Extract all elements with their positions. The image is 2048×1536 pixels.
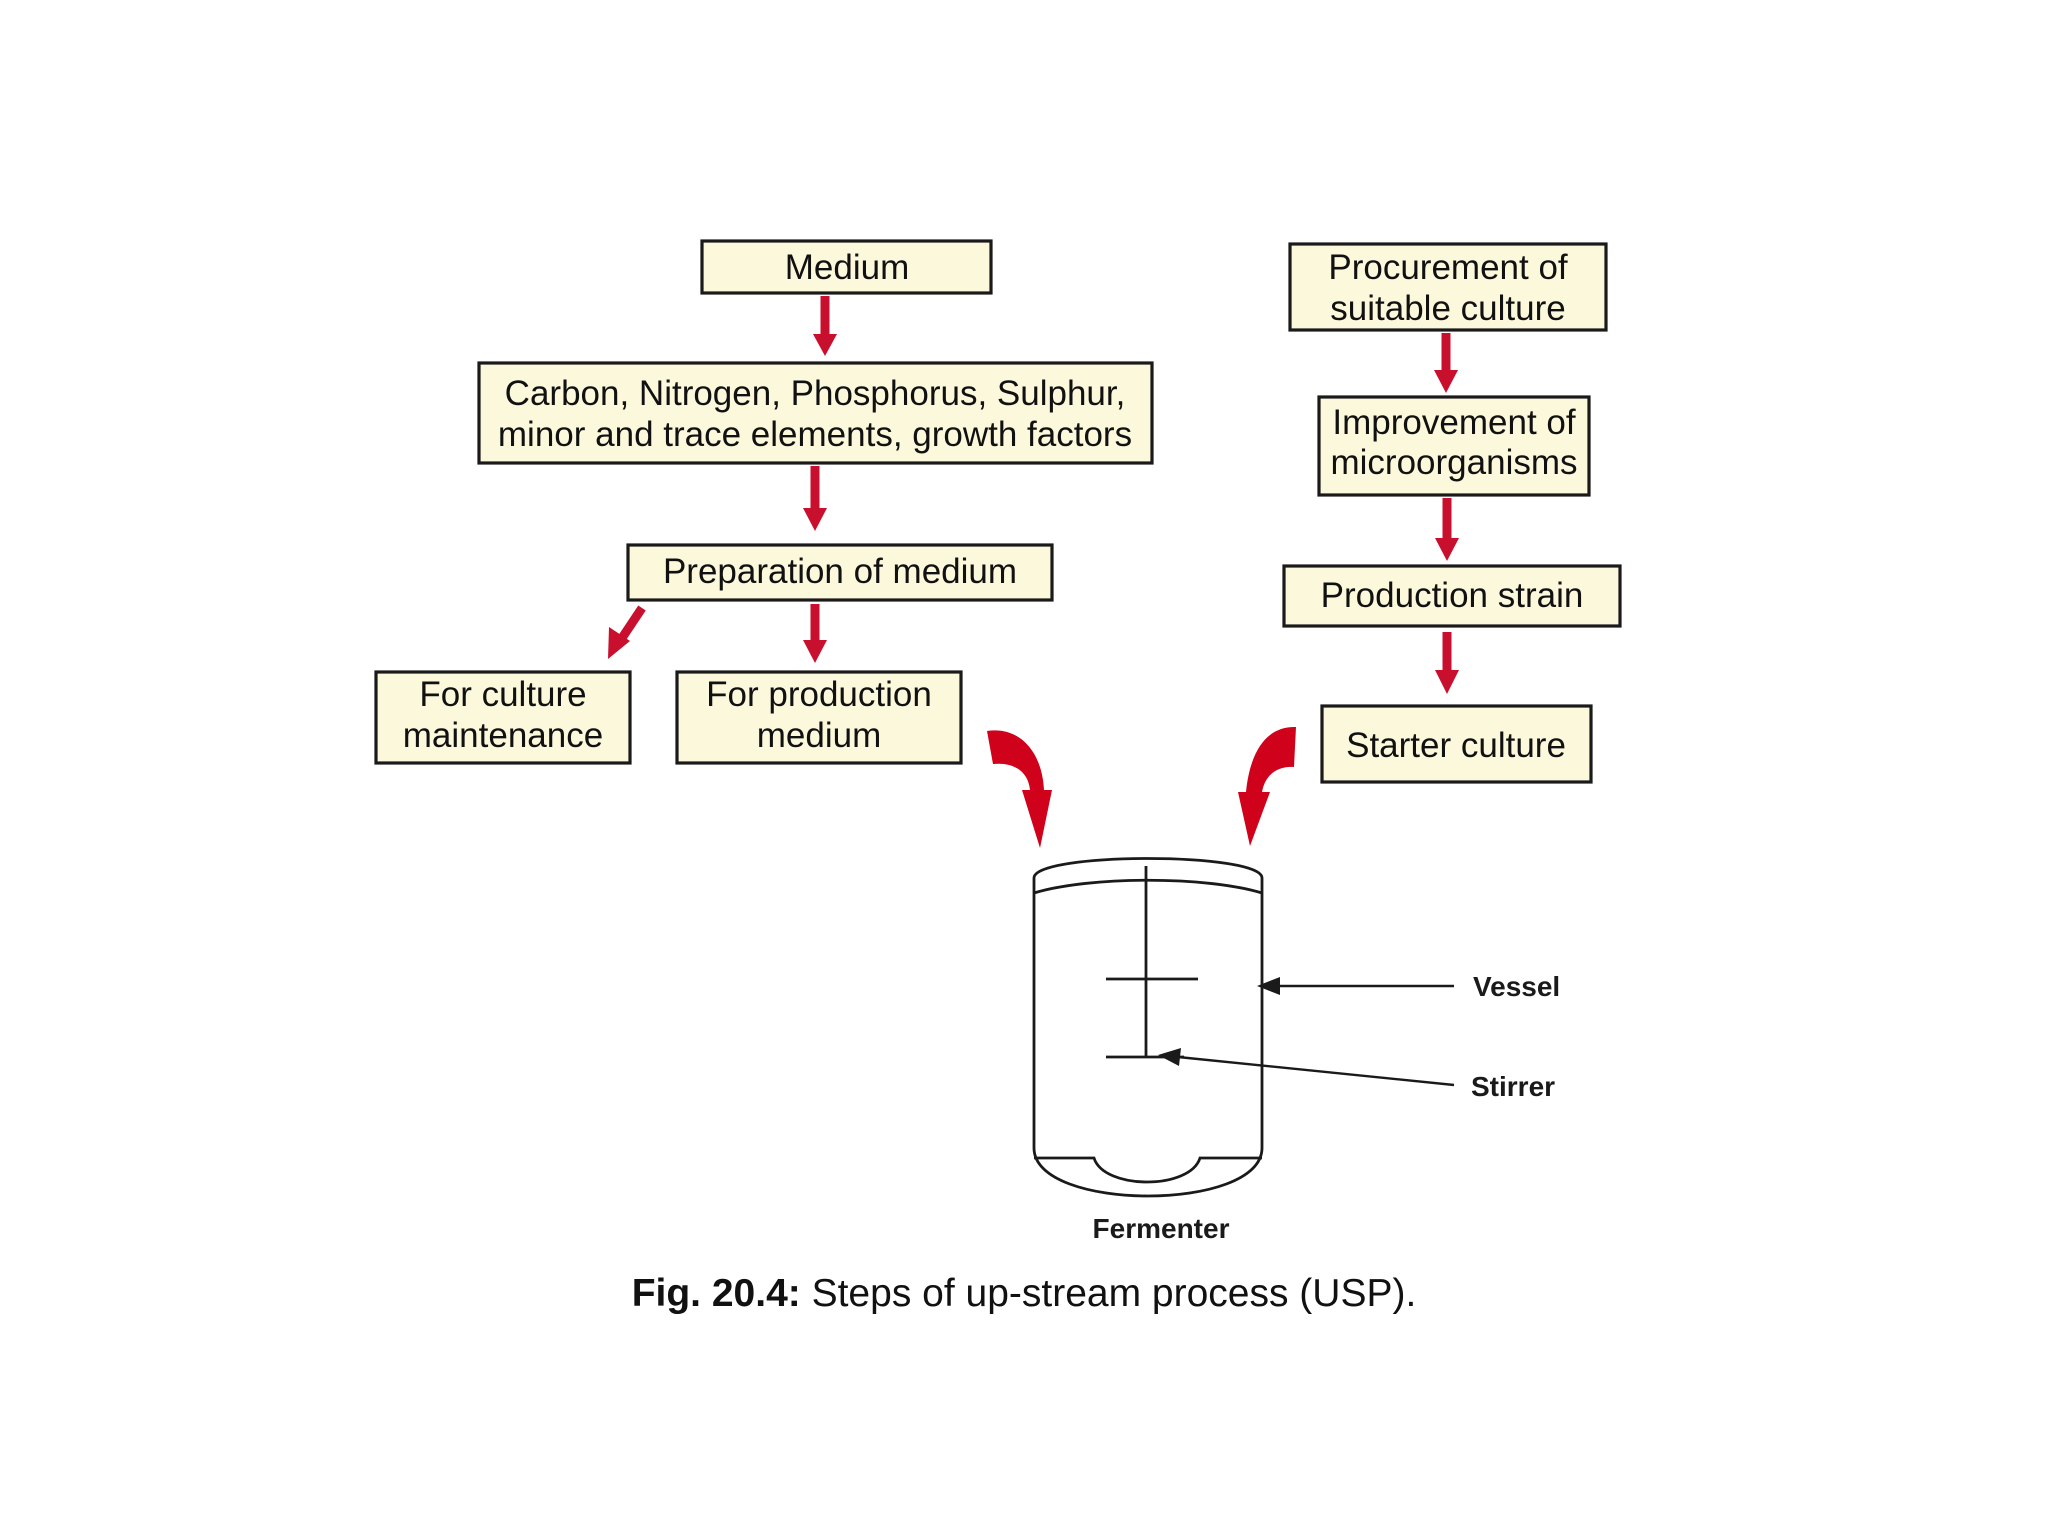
box-production-medium-line-2: medium (757, 716, 881, 755)
arrow-preparation-to-production-medium (803, 604, 827, 663)
box-nutrients-line-1: Carbon, Nitrogen, Phosphorus, Sulphur, (505, 374, 1126, 413)
figure-caption: Fig. 20.4: Steps of up-stream process (U… (0, 1272, 2048, 1316)
curved-arrow-culture-to-fermenter (1238, 726, 1296, 846)
box-production-strain: Production strain (1282, 564, 1622, 628)
stirrer (1106, 866, 1198, 1059)
box-improvement-line-2: microorganisms (1331, 443, 1578, 482)
box-preparation-of-medium: Preparation of medium (626, 543, 1054, 602)
box-medium-line-1: Medium (785, 248, 909, 287)
stirrer-pointer (1158, 1048, 1455, 1087)
arrow-procurement-to-improvement (1434, 333, 1458, 393)
box-procurement: Procurement of suitable culture (1288, 242, 1608, 332)
box-improvement-line-1: Improvement of (1332, 403, 1575, 442)
figure-caption-text: Steps of up-stream process (USP). (800, 1272, 1417, 1315)
box-procurement-line-2: suitable culture (1330, 289, 1565, 328)
box-procurement-line-1: Procurement of (1328, 248, 1568, 287)
box-starter-culture: Starter culture (1320, 704, 1593, 784)
vessel-pointer (1257, 977, 1454, 995)
box-medium: Medium (700, 239, 993, 295)
arrow-preparation-to-culture-maintenance (608, 605, 646, 659)
curved-arrow-medium-to-fermenter (987, 730, 1052, 848)
arrow-nutrients-to-preparation (803, 466, 827, 531)
vessel-jacket-bottom (1034, 1156, 1262, 1184)
arrow-medium-to-nutrients (813, 296, 837, 356)
box-culture-maintenance: For culture maintenance (374, 670, 632, 765)
box-culture-maintenance-line-2: maintenance (403, 716, 603, 755)
box-production-strain-line-1: Production strain (1321, 576, 1584, 615)
box-production-medium-line-1: For production (706, 675, 932, 714)
arrow-improvement-to-production-strain (1435, 498, 1459, 561)
box-improvement: Improvement of microorganisms (1317, 395, 1591, 497)
figure-number: Fig. 20.4: (631, 1272, 801, 1315)
box-nutrients: Carbon, Nitrogen, Phosphorus, Sulphur, m… (477, 361, 1154, 465)
box-production-medium: For production medium (675, 670, 963, 765)
stirrer-label: Stirrer (1471, 1071, 1555, 1102)
vessel-top-inner-curve (1033, 878, 1263, 895)
fermenter-vessel (1032, 857, 1264, 1198)
box-starter-culture-line-1: Starter culture (1346, 726, 1566, 765)
arrow-production-strain-to-starter-culture (1435, 632, 1459, 694)
box-preparation-line-1: Preparation of medium (663, 552, 1017, 591)
fermenter-label: Fermenter (1093, 1213, 1230, 1244)
vessel-label: Vessel (1473, 971, 1560, 1002)
box-nutrients-line-2: minor and trace elements, growth factors (498, 415, 1132, 454)
box-culture-maintenance-line-1: For culture (419, 675, 586, 714)
